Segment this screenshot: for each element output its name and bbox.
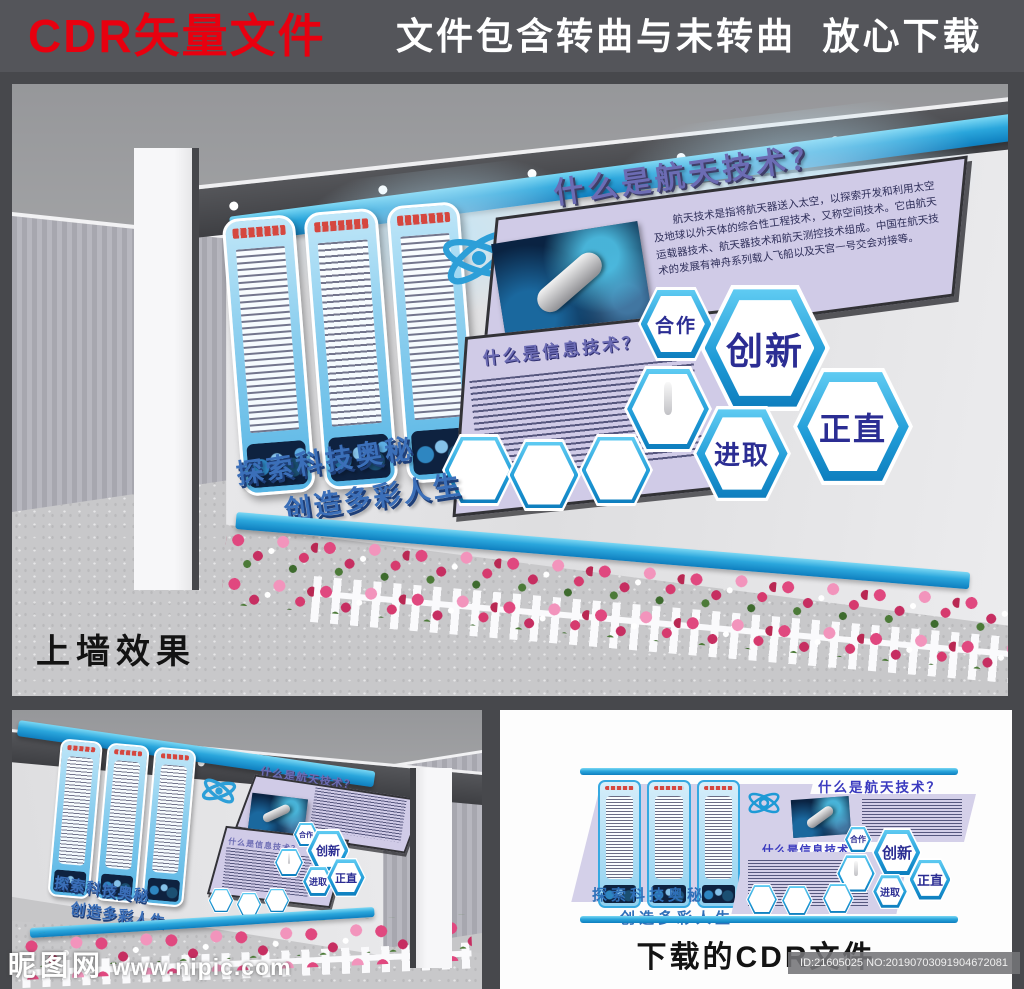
- earth-photo: [266, 890, 288, 911]
- astronaut-photo-hex: [236, 892, 262, 917]
- brand-title: CDR矢量文件: [28, 10, 326, 62]
- column-pillar: [134, 148, 199, 590]
- panel-body-text: [230, 238, 306, 441]
- hex-innovation: 创新: [700, 285, 830, 411]
- panel-title-text: [654, 786, 684, 790]
- design-bottom-bar: [580, 916, 958, 923]
- rocket-photo-hex: [274, 848, 304, 877]
- hex-label: 正直: [330, 862, 362, 893]
- panel-title-text: [160, 753, 190, 761]
- tech-photo-hex: [746, 884, 778, 915]
- article-panel: [598, 780, 642, 908]
- panel-title-text: [67, 744, 96, 753]
- wall-effect-render: 什么是航天技术？ 航天技术是指将航天器送入太空，以探索开发和利用太空及地球以外天…: [12, 84, 1008, 696]
- tech-photo: [210, 890, 232, 911]
- atom-icon: [746, 786, 782, 820]
- image-id-watermark: ID:21605025 NO:20190703091904672081: [788, 952, 1020, 974]
- nipic-site-name: 昵图网: [8, 950, 105, 981]
- hex-integrity: 正直: [908, 858, 952, 901]
- panel-body-text: [101, 755, 144, 875]
- panel-title-text: [396, 211, 451, 227]
- panel-photo: [701, 885, 735, 903]
- astronaut-photo: [783, 887, 811, 914]
- column-pillar: [410, 768, 452, 968]
- hex-label: 进取: [876, 878, 904, 905]
- tech-photo: [448, 440, 510, 500]
- earth-photo-hex: [822, 883, 854, 914]
- banner-tagline: 文件包含转曲与未转曲 放心下载: [396, 16, 983, 57]
- panel-body-text: [603, 792, 636, 883]
- panel-body-text: [54, 751, 97, 871]
- tech-photo: [748, 886, 776, 913]
- panel-body-text: [312, 232, 388, 435]
- article-panel-row: [598, 780, 740, 908]
- hex-label: 正直: [807, 382, 899, 471]
- effect-caption: 上墙效果: [36, 633, 196, 671]
- astronaut-photo-hex: [781, 885, 813, 916]
- spotlight-icon: [228, 201, 239, 212]
- earth-photo-hex: [579, 434, 653, 506]
- hex-enterprise: 进取: [872, 874, 908, 909]
- hex-label: 进取: [704, 417, 780, 490]
- rocket-photo: [276, 850, 302, 875]
- hex-integrity: 正直: [793, 368, 913, 485]
- rocket-photo-hex: [624, 366, 712, 452]
- top-banner: CDR矢量文件 文件包含转曲与未转曲 放心下载: [0, 0, 1024, 72]
- tech-photo-hex: [442, 434, 516, 506]
- atom-icon: [198, 771, 241, 811]
- panel-body-text: [702, 792, 735, 883]
- aerospace-title: 什么是航天技术？: [818, 780, 942, 795]
- hex-label: 合作: [647, 295, 705, 353]
- satellite-photo: [790, 796, 852, 838]
- panel-photo: [652, 885, 686, 903]
- nipic-watermark: 昵图网 www.nipic.com: [8, 944, 292, 984]
- hex-cooperation: 合作: [844, 826, 872, 853]
- design-top-bar: [580, 768, 958, 775]
- panel-title-text: [605, 786, 635, 790]
- panel-title-text: [113, 749, 143, 757]
- earth-photo: [824, 885, 852, 912]
- nipic-url: www.nipic.com: [112, 954, 292, 980]
- panel-title-text: [314, 218, 369, 233]
- hex-enterprise: 进取: [693, 406, 791, 501]
- panel-title-text: [703, 786, 733, 790]
- hex-label: 进取: [305, 869, 331, 894]
- astronaut-photo-hex: [507, 439, 581, 511]
- article-panel: [696, 780, 740, 908]
- astronaut-photo: [238, 894, 260, 915]
- astronaut-photo: [513, 445, 575, 505]
- hex-label: 合作: [296, 825, 316, 844]
- panel-body-text: [148, 759, 191, 879]
- panel-photo: [603, 885, 637, 903]
- wall-effect-render-alt: 什么是航天技术？ 什么是信息技术？ 合作 创新 进取 正直 探索科技奥秘 创造多…: [12, 710, 482, 989]
- tech-photo-hex: [208, 888, 234, 913]
- hex-integrity: 正直: [326, 858, 366, 897]
- panel-title-text: [232, 224, 287, 239]
- hex-label: 创新: [715, 300, 815, 396]
- hex-label: 正直: [913, 863, 947, 896]
- slogan-line1: 探索科技奥秘: [592, 887, 707, 904]
- hex-label: 创新: [878, 833, 916, 872]
- earth-photo-hex: [264, 888, 290, 913]
- cdr-flat-design: 什么是航天技术？ 什么是信息技术？ 合作 创新 进取 正直 探索科技奥秘 创造多…: [500, 710, 1012, 989]
- hex-label: 创新: [311, 834, 345, 867]
- hex-label: 合作: [847, 829, 869, 850]
- aerospace-paragraph: [862, 799, 962, 837]
- rocket-photo: [631, 373, 705, 445]
- earth-photo: [585, 440, 647, 500]
- article-panel: [647, 780, 691, 908]
- panel-body-text: [652, 792, 685, 883]
